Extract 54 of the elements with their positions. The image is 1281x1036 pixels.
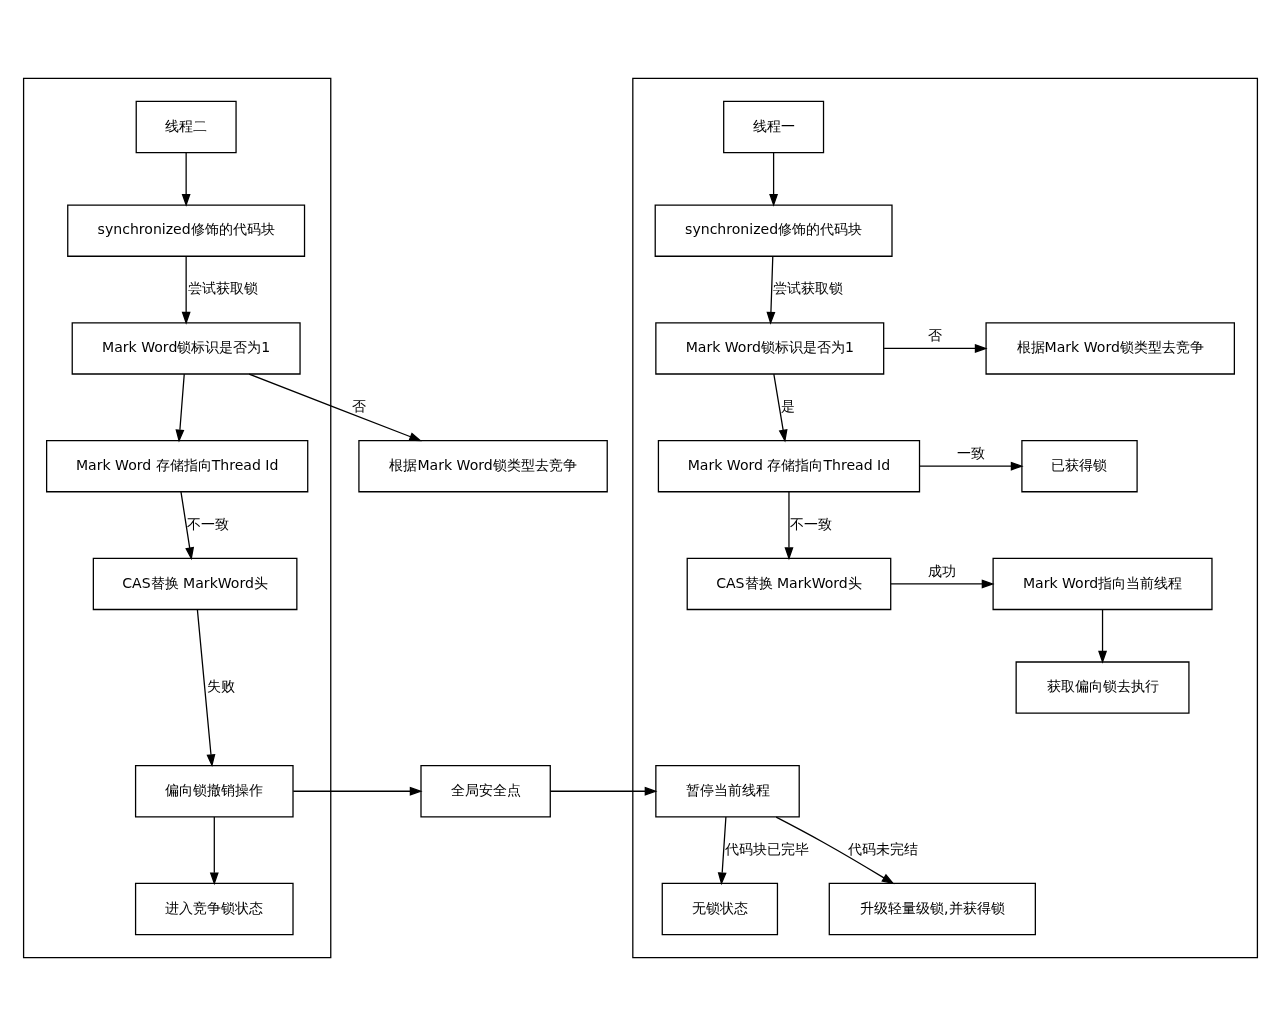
edge-label: 代码块已完毕 bbox=[725, 840, 810, 857]
arrow bbox=[181, 255, 191, 325]
arrow bbox=[890, 579, 995, 589]
arrow bbox=[248, 373, 422, 442]
node-box: Mark Word锁标识是否为1 bbox=[655, 322, 885, 375]
edge-label: 是 bbox=[780, 397, 795, 414]
node-box: 无锁状态 bbox=[661, 882, 779, 936]
arrow bbox=[766, 255, 776, 325]
node-box: 获取偏向锁去执行 bbox=[1015, 661, 1190, 714]
edge-label: 尝试获取锁 bbox=[772, 280, 843, 297]
node-box: 线程二 bbox=[135, 100, 237, 154]
node-box: Mark Word 存储指向Thread Id bbox=[657, 439, 921, 493]
node-box: 根据Mark Word锁类型去竞争 bbox=[985, 322, 1235, 375]
edge-label: 失败 bbox=[207, 678, 236, 695]
arrow bbox=[549, 786, 658, 796]
arrow bbox=[181, 152, 191, 207]
edge-label: 成功 bbox=[927, 562, 956, 579]
node-box: 根据Mark Word锁类型去竞争 bbox=[358, 439, 608, 493]
arrow bbox=[919, 461, 1024, 471]
edge-label: 否 bbox=[927, 327, 942, 344]
node-box: Mark Word指向当前线程 bbox=[992, 557, 1213, 611]
node-box: synchronized修饰的代码块 bbox=[67, 204, 306, 257]
node-box: 全局安全点 bbox=[420, 765, 551, 818]
arrow bbox=[292, 786, 423, 796]
node-box: 偏向锁撤销操作 bbox=[134, 765, 294, 818]
arrow bbox=[883, 343, 988, 353]
node-box: synchronized修饰的代码块 bbox=[654, 204, 893, 257]
node-box: 线程一 bbox=[723, 100, 825, 154]
arrow bbox=[775, 816, 895, 885]
cluster bbox=[632, 77, 1259, 959]
arrow bbox=[784, 491, 794, 561]
edge-label: 一致 bbox=[956, 445, 985, 462]
arrow bbox=[717, 816, 727, 886]
node-box: 暂停当前线程 bbox=[655, 765, 800, 818]
arrow bbox=[209, 816, 219, 886]
edge-label: 不一致 bbox=[186, 515, 229, 532]
node-box: CAS替换 MarkWord头 bbox=[686, 557, 892, 611]
edge-label: 尝试获取锁 bbox=[187, 280, 258, 297]
node-box: 进入竞争锁状态 bbox=[134, 882, 294, 936]
edge-label: 不一致 bbox=[789, 515, 832, 532]
node-box: 升级轻量级锁,并获得锁 bbox=[828, 882, 1036, 936]
node-box: CAS替换 MarkWord头 bbox=[92, 557, 298, 611]
cluster bbox=[22, 77, 332, 959]
arrow bbox=[769, 152, 779, 207]
edge-label: 否 bbox=[351, 397, 366, 414]
arrow bbox=[175, 373, 185, 443]
arrow bbox=[180, 491, 195, 561]
arrow bbox=[773, 373, 788, 443]
node-box: 已获得锁 bbox=[1021, 439, 1138, 493]
edge-label: 代码未完结 bbox=[848, 840, 919, 857]
node-box: Mark Word 存储指向Thread Id bbox=[46, 439, 309, 493]
arrow bbox=[196, 609, 216, 768]
arrow bbox=[1098, 609, 1108, 664]
node-box: Mark Word锁标识是否为1 bbox=[71, 322, 301, 375]
